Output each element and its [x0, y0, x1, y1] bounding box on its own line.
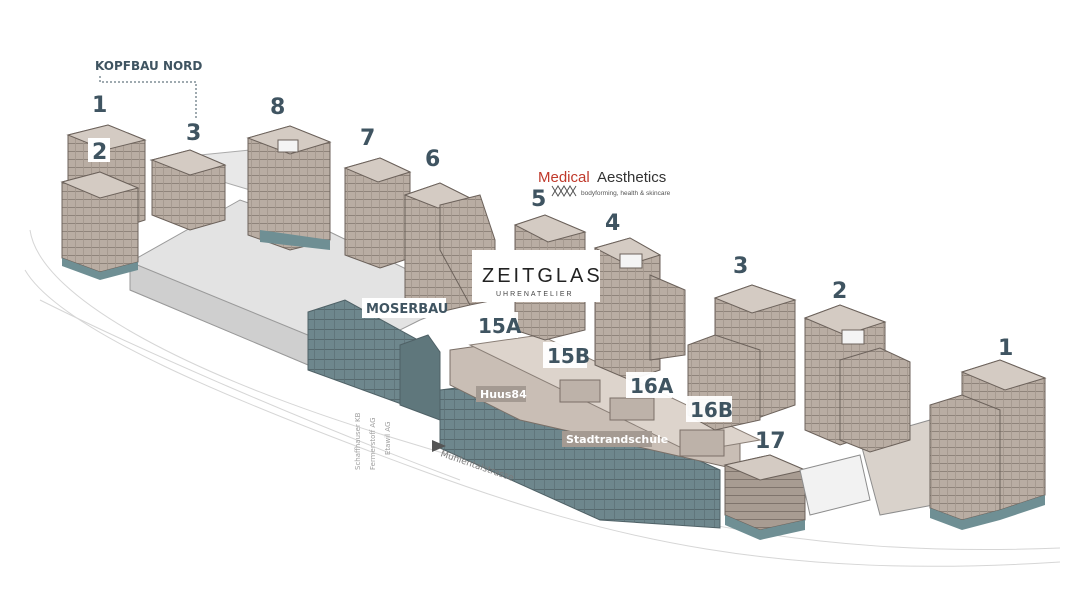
label-7[interactable]: 7	[360, 126, 375, 151]
aesthetics-word: Aesthetics	[597, 169, 666, 186]
tower-7	[343, 157, 412, 269]
label-2-left-bg	[88, 138, 110, 162]
zeitglas-logo[interactable]: ZEITGLAS UHRENATELIER	[472, 250, 603, 302]
uhrenatelier-word: UHRENATELIER	[496, 291, 574, 298]
box-16b[interactable]: 16B	[686, 396, 733, 422]
label-5[interactable]: 5	[531, 187, 546, 212]
stadtrandschule-label[interactable]: Stadtrandschule	[566, 433, 668, 446]
label-15a: 15A	[478, 314, 522, 338]
label-6[interactable]: 6	[425, 147, 440, 172]
svg-text:Medical Aesthetics: Medical Aesthetics	[538, 169, 666, 186]
medical-mark-icon	[551, 185, 577, 197]
label-2-right[interactable]: 2	[832, 279, 847, 304]
stadtrandschule-tag-bg	[562, 431, 652, 447]
kopfbau-bracket	[99, 76, 197, 118]
moserbau-label-bg	[362, 298, 446, 318]
tower-2-right	[803, 304, 911, 453]
label-3-left[interactable]: 3	[186, 121, 201, 146]
huus84-tag-bg	[476, 386, 526, 402]
box-15b[interactable]: 15B	[543, 342, 590, 368]
building-17	[723, 454, 807, 540]
vertical-label-1: Schaffhauser KB	[354, 412, 362, 470]
box-15a[interactable]: 15A	[474, 312, 522, 338]
medical-tagline: bodyforming, health & skincare	[581, 190, 671, 197]
tower-4	[593, 237, 686, 381]
label-3-right[interactable]: 3	[733, 254, 748, 279]
label-1-right[interactable]: 1	[998, 336, 1013, 361]
huus84-label[interactable]: Huus84	[480, 388, 527, 401]
medical-word: Medical	[538, 169, 590, 186]
label-4[interactable]: 4	[605, 211, 620, 236]
box-16a[interactable]: 16A	[626, 372, 674, 398]
tower-kopfbau-2	[60, 171, 140, 280]
tower-8	[246, 125, 332, 251]
moserbau-building	[307, 299, 441, 421]
moserbau-label[interactable]: MOSERBAU	[366, 302, 448, 317]
vertical-label-2: Fermerstoff AG	[369, 417, 377, 470]
label-17[interactable]: 17	[755, 429, 786, 454]
label-15b: 15B	[547, 344, 590, 368]
label-16a: 16A	[630, 374, 674, 398]
vertical-label-3: Etawil AG	[384, 422, 392, 455]
tower-kopfbau-3	[150, 149, 227, 231]
tower-1-right	[929, 359, 1047, 530]
zeitglas-word: ZEITGLAS	[482, 265, 603, 287]
label-1-left[interactable]: 1	[92, 93, 107, 118]
label-16b: 16B	[690, 398, 733, 422]
medical-aesthetics-logo[interactable]: Medical Aesthetics bodyforming, health &…	[538, 169, 671, 197]
north-arrow-icon	[432, 440, 446, 452]
label-8[interactable]: 8	[270, 95, 285, 120]
label-2-left[interactable]: 2	[92, 140, 107, 165]
kopfbau-nord-label: KOPFBAU NORD	[95, 59, 202, 73]
